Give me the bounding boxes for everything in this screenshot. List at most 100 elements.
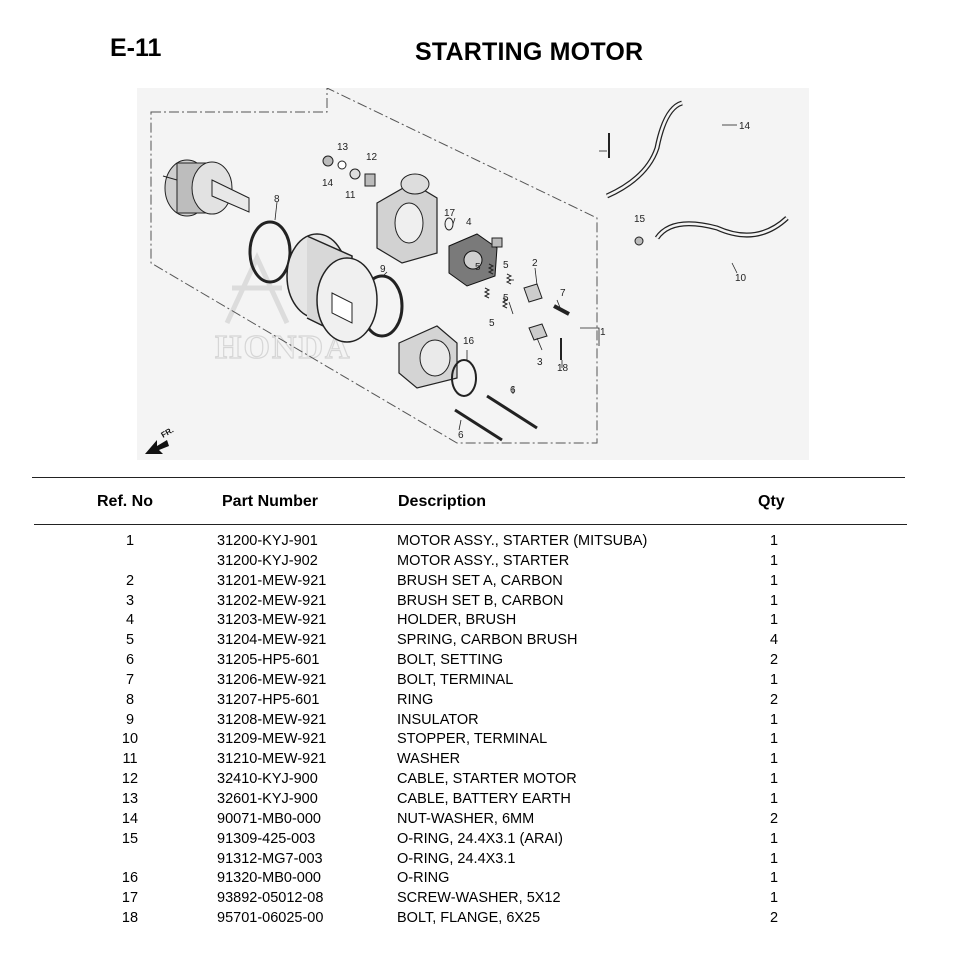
description: RING (397, 691, 434, 708)
ref-no: 1 (125, 533, 135, 549)
callout-16: 17 (444, 208, 456, 219)
starter-motor-cable (654, 216, 789, 240)
callout-5c: 5 (503, 293, 509, 304)
yoke (286, 233, 378, 343)
table-row: 1 31200-KYJ-901 MOTOR ASSY., STARTER (MITS… (0, 533, 953, 553)
description: MOTOR ASSY., STARTER (MITSUBA) (397, 533, 648, 549)
qty: 1 (769, 592, 779, 609)
callout-12: 10 (735, 273, 747, 284)
description: BOLT, FLANGE, 6X25 (397, 910, 541, 927)
callout-8b: 9 (380, 264, 386, 275)
brush-a (523, 283, 543, 303)
part-number: 31203-MEW-921 (217, 612, 327, 629)
page-code: E-11 (110, 34, 162, 62)
ref-no: 2 (125, 572, 135, 589)
part-number: 93892-05012-08 (217, 890, 324, 907)
description: HOLDER, BRUSH (397, 612, 517, 629)
nut-washer-cable (634, 236, 644, 246)
table-header-rule (34, 524, 907, 525)
table-row: 18 95701-06025-00 BOLT, FLANGE, 6X25 2 (0, 910, 953, 930)
ref-no: 17 (121, 890, 139, 907)
callout-4: 4 (466, 217, 472, 228)
description: BOLT, TERMINAL (397, 671, 514, 688)
callout-5a: 5 (503, 260, 509, 271)
honda-watermark: HONDA (215, 329, 352, 366)
part-number: 91309-425-003 (217, 830, 316, 847)
callout-9: 11 (345, 190, 356, 201)
callout-3: 3 (537, 357, 543, 368)
description: O-RING (397, 870, 450, 887)
callout-6a: 6 (510, 385, 516, 396)
part-number: 95701-06025-00 (217, 910, 324, 927)
callout-14a: 14 (322, 178, 334, 189)
o-ring-16 (444, 217, 454, 231)
battery-earth-cable (605, 100, 683, 199)
front-arrow-label: FR. (160, 425, 176, 439)
part-number: 31200-KYJ-901 (217, 533, 318, 549)
ref-no: 9 (125, 711, 135, 728)
callout-6b: 6 (458, 430, 464, 441)
qty: 1 (769, 671, 779, 688)
brush-holder (448, 233, 498, 287)
part-number: 31209-MEW-921 (217, 731, 327, 748)
ref-no: 8 (125, 691, 135, 708)
setting-bolt-upper (486, 394, 538, 430)
spring-4 (501, 297, 509, 309)
part-number: 31206-MEW-921 (217, 671, 327, 688)
ref-no: 13 (121, 790, 139, 807)
insulator (349, 168, 361, 180)
ref-no: 16 (121, 870, 139, 887)
description: O-RING, 24.4X3.1 (ARAI) (397, 830, 563, 847)
description: STOPPER, TERMINAL (397, 731, 548, 748)
washer (337, 160, 347, 170)
part-number: 91320-MB0-000 (217, 870, 321, 887)
header-description: Description (398, 493, 487, 510)
table-row: 16 91320-MB0-000 O-RING 1 (0, 870, 953, 890)
qty: 1 (769, 830, 779, 847)
setting-bolt-lower (454, 408, 503, 442)
qty: 2 (769, 652, 779, 669)
ref-no: 10 (121, 731, 139, 748)
qty: 1 (769, 771, 779, 788)
description: CABLE, STARTER MOTOR (397, 771, 577, 788)
stopper-terminal (364, 173, 376, 187)
ref-no: 18 (121, 910, 139, 927)
qty: 1 (769, 870, 779, 887)
header-part-number: Part Number (222, 493, 319, 510)
qty: 2 (769, 910, 779, 927)
qty: 1 (769, 731, 779, 748)
part-number: 31200-KYJ-902 (217, 552, 318, 569)
part-number: 31201-MEW-921 (217, 572, 327, 589)
spring-3 (483, 287, 491, 299)
terminal-bolt (553, 304, 570, 316)
callout-1: 1 (600, 327, 606, 338)
part-number: 31207-HP5-601 (217, 691, 320, 708)
nut-washer (322, 155, 334, 167)
part-number: 91312-MG7-003 (217, 850, 323, 867)
armature (162, 159, 250, 217)
part-number: 31210-MEW-921 (217, 751, 327, 768)
header-qty: Qty (758, 493, 785, 510)
description: NUT-WASHER, 6MM (397, 810, 535, 827)
callout-13: 14 (739, 121, 751, 132)
honda-wing-watermark (224, 252, 290, 325)
ref-no: 6 (125, 652, 135, 669)
description: CABLE, BATTERY EARTH (397, 790, 571, 807)
qty: 1 (769, 612, 779, 629)
callout-14b: 15 (634, 214, 646, 225)
spring-2 (505, 273, 513, 285)
table-row: 10 31209-MEW-921 STOPPER, TERMINAL 1 (0, 731, 953, 751)
callout-11: 13 (337, 142, 349, 153)
